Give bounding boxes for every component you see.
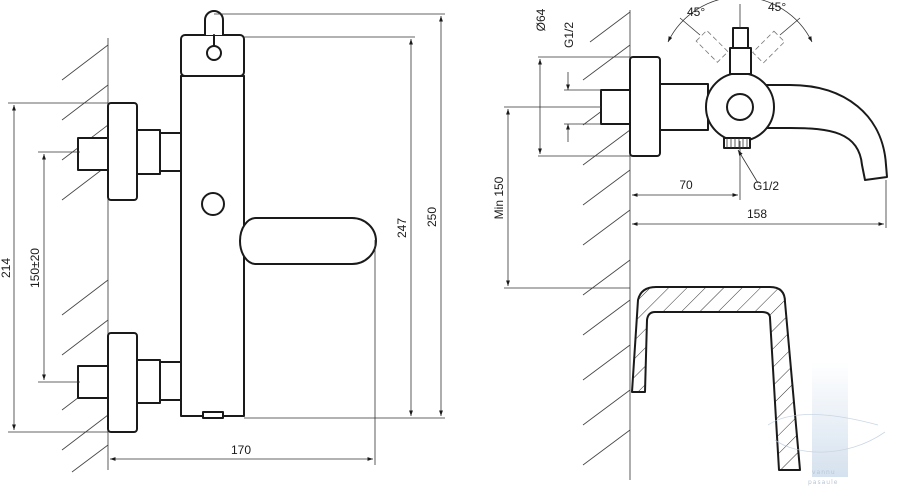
dim-connection-height: 214 (0, 258, 13, 278)
mixer-body (180, 10, 245, 419)
outlet-thread (723, 137, 751, 149)
connection-arm (659, 83, 709, 131)
dim-thread-outlet: G1/2 (753, 179, 779, 193)
handle-lever (732, 27, 749, 49)
rosette (629, 56, 661, 157)
dim-connection-spacing: 150±20 (28, 248, 42, 288)
dim-height-total: 250 (425, 207, 439, 227)
extension-lines-front (8, 13, 445, 465)
spout-side (739, 84, 888, 181)
dimension-lines-front (12, 16, 443, 461)
spout-front (239, 217, 377, 265)
dimension-lines-side (506, 58, 884, 286)
front-view: 250 247 214 150±20 170 (0, 10, 445, 473)
lower-connection (77, 332, 190, 433)
dim-angle-right: 45° (768, 0, 786, 14)
watermark-line1: vannu (812, 469, 836, 476)
dim-rosette-diameter: Ø64 (534, 8, 548, 31)
bathtub-rim-section (631, 286, 801, 471)
inlet-pipe (600, 89, 632, 125)
wall-side (582, 10, 631, 480)
dim-spout-reach: 158 (747, 207, 767, 221)
handle-base (729, 47, 752, 75)
dim-thread-inlet: G1/2 (562, 22, 576, 48)
upper-connection (77, 102, 190, 201)
flow-selector-icon (201, 192, 225, 216)
side-view: 45° 45° Ø64 G1/2 Min 150 70 G1/2 1 (492, 0, 888, 480)
dim-width-overall: 170 (231, 443, 251, 457)
dim-height-body: 247 (395, 218, 409, 238)
watermark-line2: pasaule (808, 479, 838, 486)
dim-min-height: Min 150 (492, 176, 506, 219)
dim-spout-offset: 70 (679, 178, 693, 192)
angle-arc (667, 0, 813, 43)
dim-angle-left: 45° (687, 5, 705, 19)
watermark-logo: vannu pasaule (767, 362, 886, 486)
